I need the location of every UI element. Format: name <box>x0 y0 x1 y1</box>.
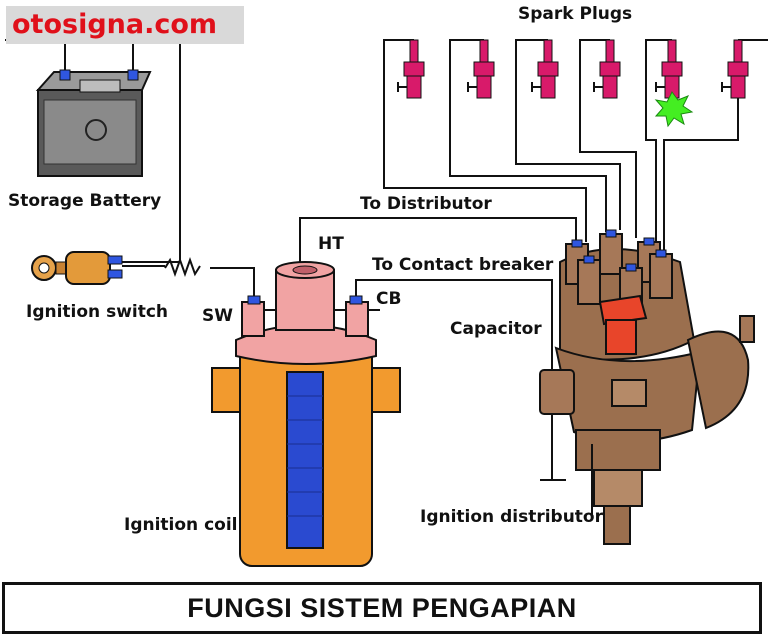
label-capacitor: Capacitor <box>450 319 542 339</box>
label-ignition-coil: Ignition coil <box>124 515 238 535</box>
spark-plug <box>721 39 749 99</box>
spark-plug <box>655 39 683 99</box>
label-sw: SW <box>202 306 233 326</box>
spark-plug <box>593 39 621 99</box>
ignition-coil <box>211 261 401 567</box>
spark-plug <box>467 39 495 99</box>
page-title: FUNGSI SISTEM PENGAPIAN <box>187 592 577 623</box>
ignition-switch <box>31 251 123 285</box>
spark-plug <box>397 39 425 99</box>
spark-flash-icon <box>654 91 694 128</box>
storage-battery <box>35 69 152 177</box>
label-ignition-switch: Ignition switch <box>26 302 169 322</box>
spark-plug <box>531 39 559 99</box>
label-spark-plugs: Spark Plugs <box>518 4 633 24</box>
ignition-distributor <box>539 229 755 545</box>
label-to-distributor: To Distributor <box>360 194 492 214</box>
spark-plugs <box>397 39 749 128</box>
ignition-system-diagram <box>5 21 768 567</box>
label-to-contact-breaker: To Contact breaker <box>372 255 554 275</box>
title-banner: FUNGSI SISTEM PENGAPIAN <box>2 582 762 634</box>
brand-logo: otosigna.com <box>6 6 244 44</box>
label-ht: HT <box>318 234 344 254</box>
label-ignition-distributor: Ignition distributor <box>420 507 603 527</box>
label-cb: CB <box>376 289 402 309</box>
label-storage-battery: Storage Battery <box>8 191 162 211</box>
